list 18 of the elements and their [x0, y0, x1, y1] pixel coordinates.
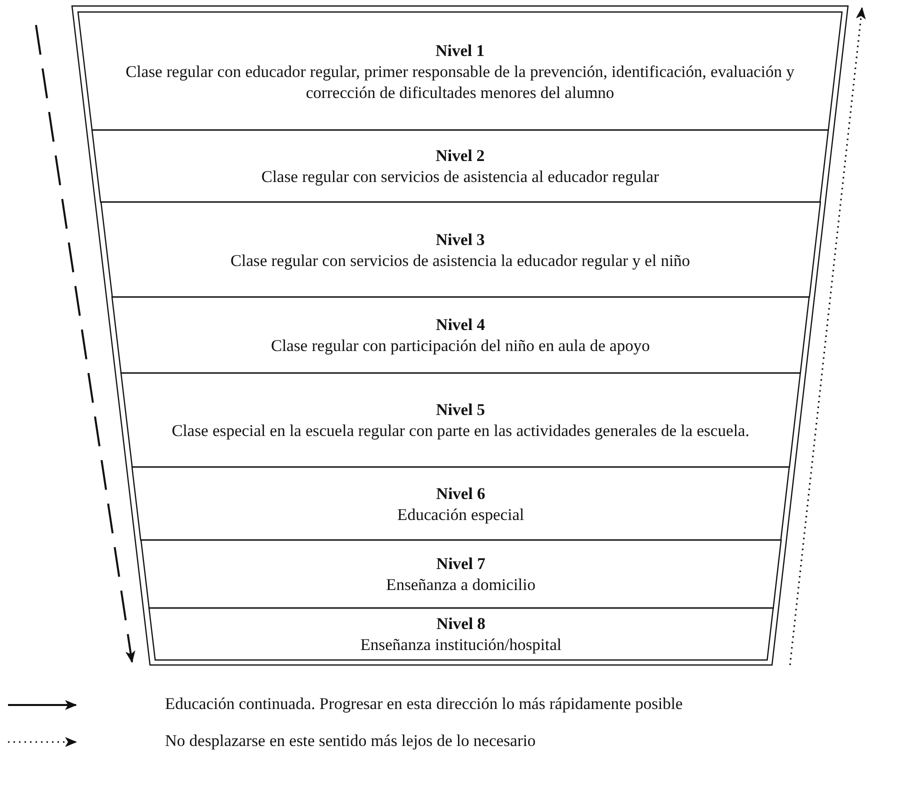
- level-heading: Nivel 5: [436, 399, 486, 420]
- level-description: Clase regular con participación del niño en aula de apoyo: [270, 335, 650, 356]
- level-description: Educación especial: [397, 504, 524, 524]
- level-heading: Nivel 8: [436, 613, 486, 634]
- level-heading: Nivel 3: [436, 228, 485, 250]
- level-description: Clase regular con educador regular, primer responsable de la prevención, identificación, evaluación y corrección de dificultades menores del alumno: [124, 60, 796, 102]
- legend-text: No desplazarse en este sentido más lejos de lo necesario: [165, 731, 536, 751]
- level-heading: Nivel 6: [436, 482, 486, 504]
- level-heading: Nivel 1: [435, 40, 485, 60]
- level-description: Enseñanza a domicilio: [386, 574, 536, 595]
- level-description: Clase regular con servicios de asistencia la educador regular y el niño: [230, 250, 690, 270]
- level-heading: Nivel 2: [436, 145, 485, 166]
- level-description: Clase especial en la escuela regular con parte en las actividades generales de la escuela.: [172, 420, 750, 441]
- legend-text: Educación continuada. Progresar en esta dirección lo más rápidamente posible: [165, 694, 683, 714]
- level-description: Enseñanza institución/hospital: [360, 634, 562, 655]
- level-heading: Nivel 4: [436, 314, 485, 335]
- level-description: Clase regular con servicios de asistencia al educador regular: [261, 166, 659, 187]
- level-heading: Nivel 7: [436, 553, 486, 574]
